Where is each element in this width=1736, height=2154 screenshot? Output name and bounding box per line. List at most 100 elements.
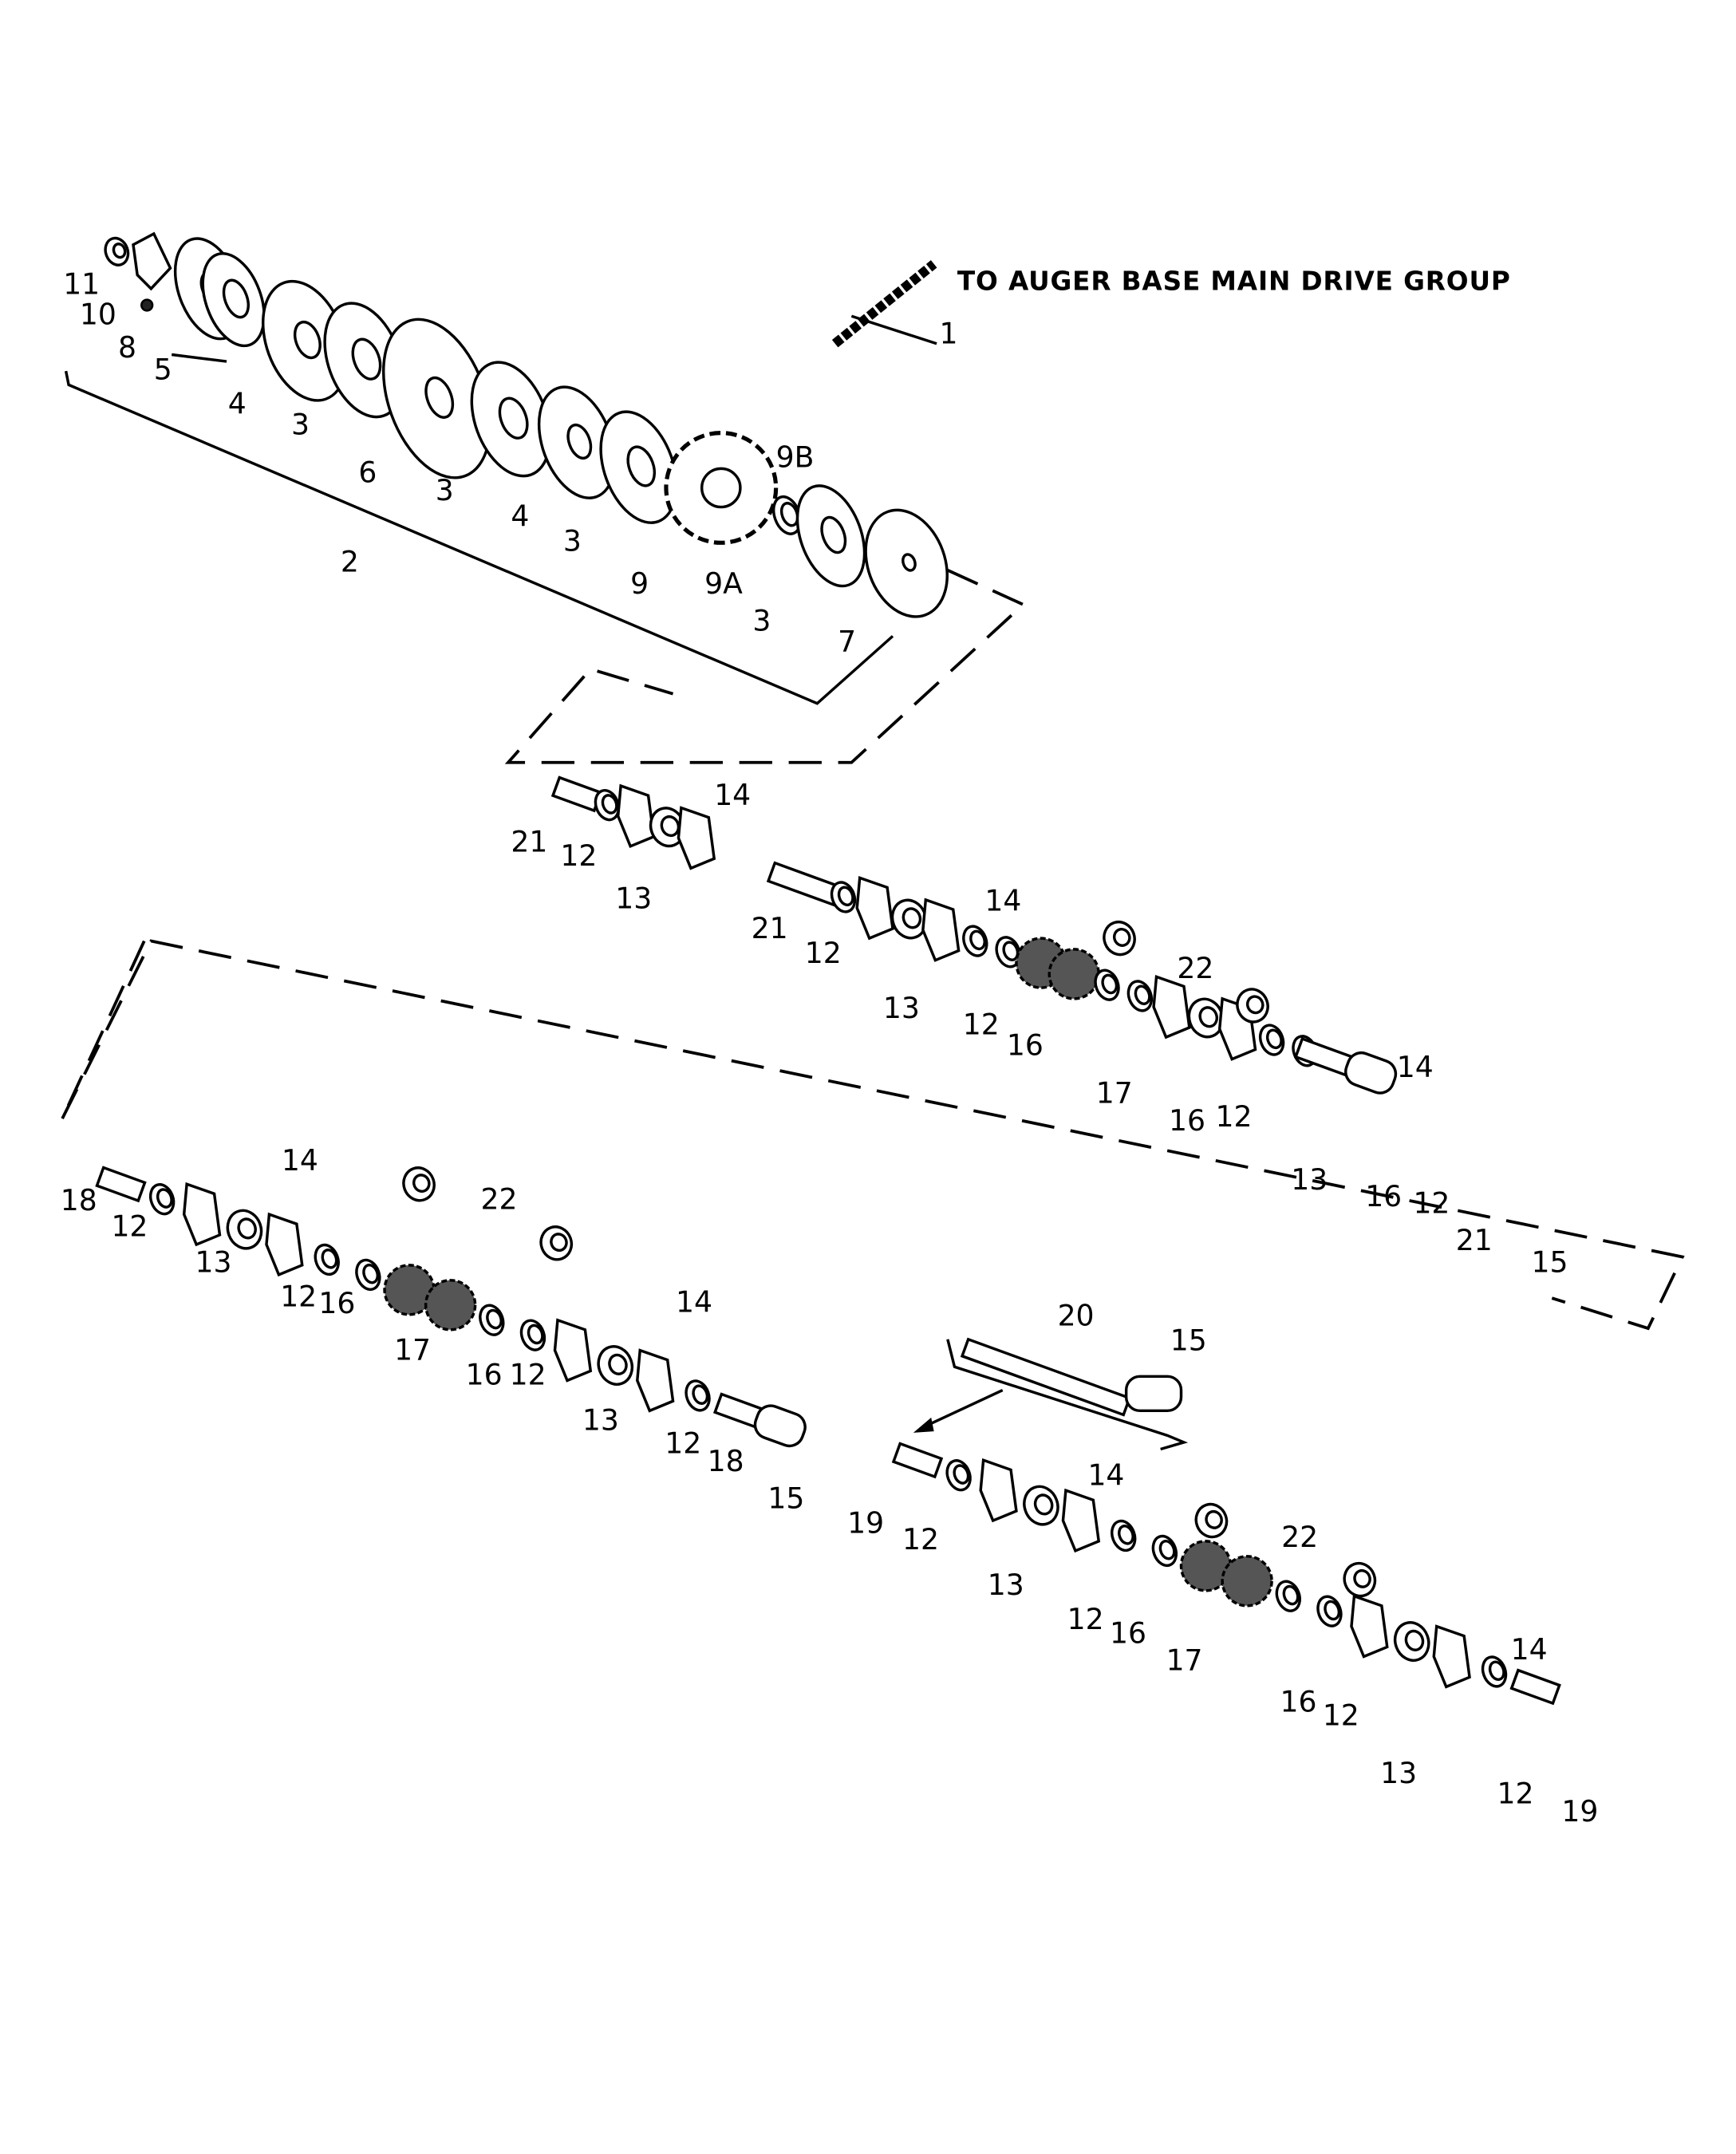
r1a-flange [677, 806, 716, 870]
callout-20: 20 [1058, 1299, 1095, 1333]
callout-8: 8 [118, 330, 136, 365]
bearing-22-hole [412, 1174, 431, 1193]
r3-washer-hole [1324, 1600, 1341, 1621]
r2-bevel-gear [424, 1279, 477, 1331]
bearing-plate-5b-hole [222, 278, 250, 319]
callout-12: 12 [510, 1358, 546, 1392]
r2-washer-hole [321, 1249, 338, 1269]
group-2-bracket [64, 370, 894, 705]
alt-shaft-20 [960, 1337, 1132, 1417]
washer-3c-hole [626, 445, 657, 487]
r3-bearing-hole [1033, 1493, 1054, 1516]
callout-14: 14 [714, 778, 751, 812]
r2-flange [265, 1212, 304, 1277]
callout-4: 4 [228, 387, 247, 421]
callout-12: 12 [1216, 1099, 1253, 1134]
callout-14: 14 [1397, 1050, 1434, 1084]
r3-coupler [891, 1442, 944, 1479]
callout-12: 12 [1413, 1185, 1450, 1220]
callout-6: 6 [358, 456, 377, 490]
callout-15: 15 [1531, 1245, 1568, 1279]
washer-3d-hole [820, 515, 847, 554]
callout-16: 16 [1007, 1028, 1044, 1062]
bearing-22-hole [1353, 1568, 1371, 1588]
r1a-flange [616, 783, 656, 849]
callout-14: 14 [282, 1143, 318, 1178]
r1b-washer-hole [1265, 1028, 1283, 1050]
continuation-dashed-line-2 [60, 939, 1685, 1331]
callout-19: 19 [847, 1506, 884, 1541]
callout-3: 3 [436, 473, 454, 507]
r2-coupler [95, 1166, 147, 1203]
bearing-22-hole [550, 1233, 568, 1253]
r3-flange [1350, 1594, 1389, 1659]
callout-12: 12 [560, 838, 597, 873]
callout-5: 5 [154, 352, 172, 386]
r1b-bearing-hole [1198, 1006, 1218, 1028]
r1b-washer-hole [837, 886, 854, 907]
callout-21: 21 [752, 911, 788, 945]
r3-flange [979, 1458, 1018, 1523]
callout-18: 18 [708, 1444, 744, 1478]
r2-washer-hole [156, 1188, 173, 1209]
callout-13: 13 [988, 1568, 1024, 1602]
callout-21: 21 [511, 825, 547, 859]
callout-12: 12 [902, 1522, 939, 1556]
callout-19: 19 [1561, 1794, 1598, 1829]
callout-21: 21 [1456, 1223, 1493, 1257]
alt-shaft-arrow [919, 1388, 1004, 1430]
callout-16: 16 [318, 1286, 355, 1320]
r1b-washer-hole [1101, 973, 1119, 995]
callout-16: 16 [1365, 1179, 1402, 1213]
callout-16: 16 [1110, 1616, 1146, 1650]
callout-14: 14 [1511, 1632, 1548, 1667]
r2-flange [553, 1318, 593, 1383]
sprocket-hub-6-hole [424, 376, 455, 419]
callout-3: 3 [752, 604, 771, 638]
callout-14: 14 [1087, 1458, 1124, 1492]
drive-chain [831, 260, 937, 348]
callout-2: 2 [341, 544, 359, 578]
callout-3: 3 [563, 524, 582, 558]
parts [95, 231, 1561, 1706]
r1b-bearing-hole [902, 907, 922, 929]
r3-washer-hole [1488, 1660, 1505, 1682]
callout-16: 16 [1280, 1684, 1316, 1718]
callout-12: 12 [280, 1279, 317, 1313]
r3-washer-hole [1158, 1539, 1176, 1560]
callout-12: 12 [1067, 1602, 1104, 1636]
sprocket-9-bore [700, 467, 742, 509]
r2-washer-hole [486, 1308, 503, 1330]
r3-flange [1432, 1624, 1471, 1689]
r1b-flange [1152, 974, 1191, 1040]
r1b-flange [921, 898, 961, 962]
callout-13: 13 [883, 991, 920, 1025]
callout-13: 13 [582, 1402, 619, 1437]
r3-bearing-hole [1404, 1629, 1425, 1651]
callout-13: 13 [615, 881, 652, 915]
callout-22: 22 [1281, 1520, 1318, 1554]
callout-7: 7 [838, 624, 856, 658]
r2-flange [636, 1348, 675, 1413]
callout-9B: 9B [776, 440, 815, 475]
callout-15: 15 [767, 1481, 804, 1516]
r1a-washer-hole [601, 794, 618, 815]
callout-13: 13 [1291, 1162, 1328, 1197]
callout-10: 10 [80, 298, 116, 332]
r3-washer-hole [1282, 1584, 1300, 1606]
r2-washer-hole [362, 1263, 380, 1284]
callout-12: 12 [665, 1426, 701, 1461]
r2-washer-hole [692, 1384, 709, 1405]
friction-disc-4-hole [293, 320, 322, 360]
r1a-bearing-hole [660, 815, 681, 838]
r2-bearing-hole [237, 1217, 257, 1240]
callout-4: 4 [511, 499, 529, 534]
callout-14: 14 [984, 884, 1021, 918]
leader-lines [60, 314, 1685, 1451]
callout-18: 18 [61, 1183, 97, 1217]
r1a-coupler [550, 775, 603, 813]
callout-17: 17 [394, 1333, 431, 1367]
